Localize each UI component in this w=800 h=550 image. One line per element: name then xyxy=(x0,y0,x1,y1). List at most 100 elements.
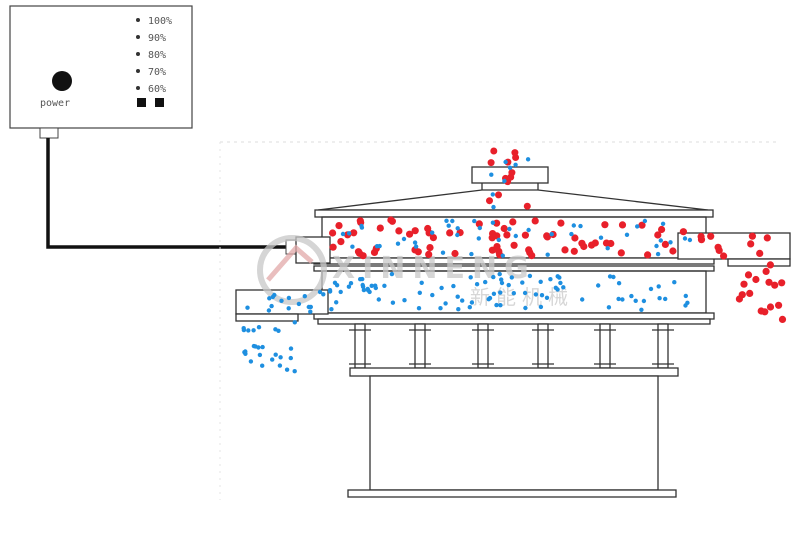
fine-particle xyxy=(607,274,613,279)
fine-particle xyxy=(430,292,435,298)
fine-particle xyxy=(499,280,505,286)
fine-particle xyxy=(526,227,531,233)
fine-particle xyxy=(498,303,503,308)
level-dot-icon xyxy=(136,52,140,56)
coarse-particle xyxy=(756,249,764,257)
coarse-particle xyxy=(489,230,497,238)
fine-particle xyxy=(460,298,465,303)
coarse-particle xyxy=(429,234,437,242)
level-dot-icon xyxy=(136,69,140,73)
level-label: 100% xyxy=(148,16,172,27)
fine-particle xyxy=(616,281,622,286)
fine-particle xyxy=(401,236,407,242)
fine-particle xyxy=(507,165,513,170)
fine-particle xyxy=(377,243,382,249)
fine-particle xyxy=(308,309,313,314)
fine-particle xyxy=(598,235,604,240)
fine-particle xyxy=(539,293,545,298)
coarse-particle xyxy=(500,224,508,233)
fine-particle xyxy=(450,218,455,224)
fine-particle xyxy=(332,280,338,285)
coarse-particle xyxy=(487,159,495,167)
coarse-particle xyxy=(521,231,530,239)
fine-particle xyxy=(439,285,444,291)
fine-particle xyxy=(523,305,528,311)
fine-particle xyxy=(513,162,518,167)
fine-particle xyxy=(296,301,302,307)
fine-particle xyxy=(520,280,525,285)
fine-particle xyxy=(490,220,496,225)
fine-particle xyxy=(257,352,263,358)
fine-particle xyxy=(455,226,460,231)
coarse-particle xyxy=(329,243,337,251)
fine-particle xyxy=(269,303,274,309)
fine-particle xyxy=(302,294,307,299)
vibrating-screen-machine xyxy=(235,166,791,498)
coarse-particle xyxy=(661,240,670,248)
fine-particle xyxy=(451,283,456,289)
coarse-particle xyxy=(493,243,501,251)
level-dot-icon xyxy=(136,35,140,39)
fine-particle xyxy=(548,277,553,282)
coarse-particle xyxy=(411,227,419,235)
base-body xyxy=(369,375,659,491)
fine-particle xyxy=(633,298,638,303)
fine-particle xyxy=(245,305,250,310)
fine-particle xyxy=(317,289,323,295)
level-label: 60% xyxy=(148,84,166,95)
fine-particle xyxy=(624,232,630,237)
coarse-particle xyxy=(766,303,775,311)
bottom-clamp-ring xyxy=(313,312,715,320)
fine-particle xyxy=(596,283,601,288)
control-switch-left[interactable] xyxy=(137,98,146,107)
fine-particle xyxy=(256,325,262,330)
fine-particle xyxy=(683,293,688,299)
coarse-particle xyxy=(451,249,459,258)
coarse-particle xyxy=(475,220,483,228)
fine-particle xyxy=(260,344,265,350)
coarse-particle xyxy=(350,229,358,237)
coarse-particle xyxy=(561,246,569,254)
fine-particle xyxy=(511,291,516,296)
fine-particle xyxy=(366,288,371,293)
fine-particle xyxy=(346,231,352,236)
coarse-particle xyxy=(714,243,722,251)
fine-particle xyxy=(329,307,334,312)
fine-particle xyxy=(382,283,387,288)
fine-particle xyxy=(358,277,363,282)
fine-particle xyxy=(438,306,443,311)
fine-particle xyxy=(273,327,278,332)
coarse-particle xyxy=(370,248,379,256)
fine-particle xyxy=(360,284,366,289)
fine-particle xyxy=(292,369,297,374)
fine-particle xyxy=(611,274,616,280)
coarse-particle xyxy=(510,241,518,249)
power-button[interactable] xyxy=(52,71,72,91)
fine-particle xyxy=(359,225,365,230)
fine-particle xyxy=(655,251,661,257)
control-switch-right[interactable] xyxy=(155,98,164,107)
fine-particle xyxy=(467,305,472,310)
coarse-particle xyxy=(707,232,715,240)
fine-particle xyxy=(469,251,474,257)
coarse-particle xyxy=(446,229,454,237)
fine-particle xyxy=(369,283,374,288)
fine-particle xyxy=(389,271,395,277)
coarse-particle xyxy=(762,267,770,275)
bottom-base-ring xyxy=(317,318,711,325)
coarse-particle xyxy=(376,224,384,232)
fine-particle xyxy=(279,298,284,303)
fine-particle xyxy=(260,363,265,368)
top-frame-ring xyxy=(314,209,714,218)
coarse-particle xyxy=(765,278,773,286)
fine-particle xyxy=(419,280,424,285)
base-top-plate xyxy=(349,367,679,377)
coarse-particle xyxy=(720,252,728,260)
fine-particle xyxy=(578,223,583,229)
coarse-particle xyxy=(557,219,565,227)
fine-particle xyxy=(456,307,461,312)
fine-particle xyxy=(416,306,422,311)
fine-particle xyxy=(491,291,497,296)
fine-particle xyxy=(308,304,313,310)
